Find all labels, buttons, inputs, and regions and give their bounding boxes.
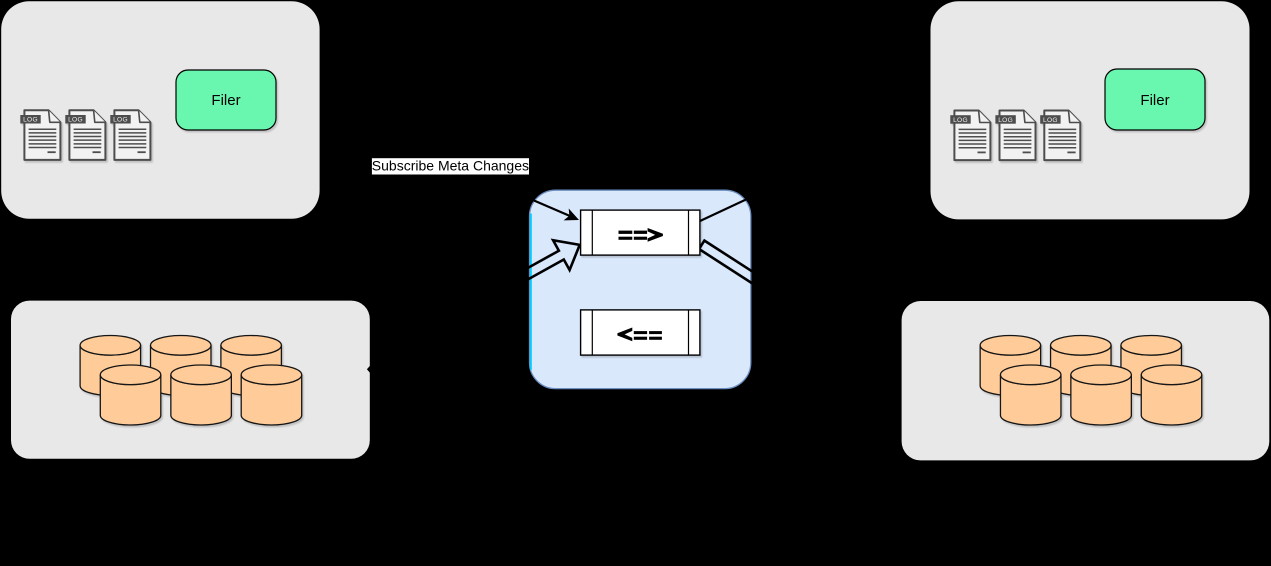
svg-text:Filer: Filer xyxy=(211,92,240,109)
svg-text:Subscribe Meta Changes: Subscribe Meta Changes xyxy=(372,157,529,173)
svg-text:Filer: Filer xyxy=(1140,92,1169,109)
